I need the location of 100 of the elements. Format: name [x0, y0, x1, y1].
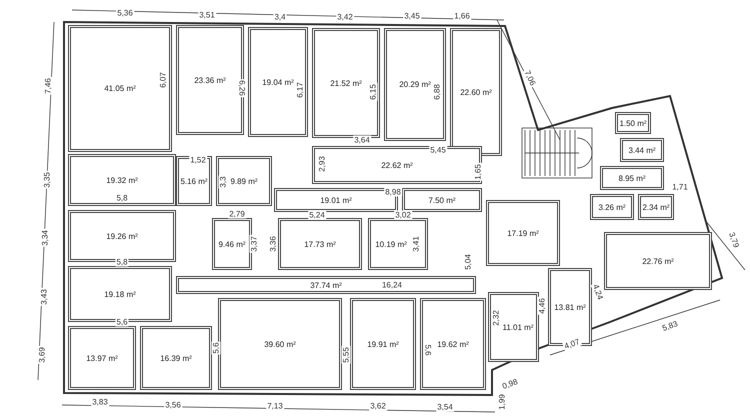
- dimension-label: 5,04: [464, 253, 472, 271]
- area-label: 19.32 m²: [106, 176, 138, 184]
- dimension-label: 3,02: [394, 210, 412, 220]
- area-label: 19.91 m²: [367, 340, 399, 348]
- room-outline: [384, 28, 446, 141]
- area-label: 2.34 m²: [642, 202, 670, 212]
- dimension-label: 7,46: [44, 77, 52, 95]
- dimension-label: 1,52: [189, 156, 207, 164]
- area-label: 20.29 m²: [399, 80, 431, 89]
- area-label: 17.19 m²: [507, 228, 539, 238]
- area-label: 37.74 m²: [310, 280, 342, 290]
- room-outline: [140, 326, 212, 390]
- area-label: 17.73 m²: [304, 240, 336, 248]
- dimension-label: 16,24: [380, 280, 404, 290]
- room-outline: [68, 25, 172, 152]
- area-label: 5.16 m²: [180, 176, 208, 186]
- room-outline: [600, 166, 664, 190]
- room-outline: [486, 200, 560, 266]
- dimension-label: 3,35: [42, 171, 52, 189]
- dimension-label: 3,69: [38, 346, 46, 364]
- area-label: 1.50 m²: [619, 118, 647, 128]
- room-outline: [590, 194, 634, 220]
- room-outline: [402, 188, 482, 212]
- dimension-label: 2,79: [228, 210, 246, 218]
- room-outline: [218, 298, 342, 390]
- dimension-label: 7,13: [266, 402, 284, 410]
- dimension-label: 3,51: [198, 10, 216, 20]
- dimension-label: 6,07: [158, 71, 168, 89]
- area-label: 41.05 m²: [104, 84, 136, 93]
- dimension-label: 3,54: [436, 402, 454, 412]
- dimension-label: 5,83: [660, 318, 680, 334]
- dimension-label: 1,66: [453, 12, 471, 20]
- area-label: 11.01 m²: [502, 322, 534, 332]
- dimension-label: 3,34: [40, 229, 50, 247]
- area-label: 23.36 m²: [194, 76, 226, 84]
- area-label: 3.44 m²: [628, 146, 656, 154]
- room-outline: [248, 27, 308, 137]
- dimension-label: 5,24: [308, 210, 326, 220]
- area-label: 19.04 m²: [262, 78, 294, 86]
- dimension-label: 6,15: [368, 83, 378, 101]
- dimension-label: 6,88: [432, 83, 442, 101]
- room-outline: [216, 156, 272, 206]
- dimension-label: 3,42: [336, 12, 354, 22]
- area-label: 13.81 m²: [554, 302, 586, 312]
- dimension-label: 3,43: [40, 288, 48, 306]
- room-outline: [615, 112, 651, 134]
- dimension-label: 5,55: [342, 346, 350, 364]
- dimension-label: 1,71: [671, 182, 689, 192]
- area-label: 22.62 m²: [381, 160, 413, 170]
- room-outline: [488, 292, 539, 362]
- area-label: 21.52 m²: [330, 78, 362, 88]
- area-label: 22.76 m²: [642, 256, 674, 266]
- dimension-label: 7,06: [522, 68, 538, 88]
- dimension-label: 2,93: [318, 155, 326, 173]
- dimension-label: 5,8: [115, 258, 129, 266]
- dimension-label: 3,56: [164, 400, 182, 410]
- dimension-label: 3,36: [268, 235, 278, 253]
- room-outline: [68, 154, 176, 206]
- area-label: 9.46 m²: [218, 240, 246, 248]
- area-label: 3.26 m²: [598, 202, 626, 212]
- room-outline: [604, 232, 712, 290]
- area-label: 22.60 m²: [460, 88, 492, 96]
- dimension-label: 4,46: [538, 297, 546, 315]
- dimension-label: 6,17: [296, 81, 304, 99]
- dimension-label: 3,4: [273, 12, 287, 22]
- room-outline: [278, 218, 362, 270]
- dimension-label: 2,32: [492, 309, 500, 327]
- area-label: 10.19 m²: [375, 240, 407, 248]
- area-label: 19.18 m²: [104, 290, 136, 298]
- room-outline: [176, 156, 212, 206]
- dimension-label: 5,6: [212, 341, 220, 355]
- dimension-label: 3,45: [403, 12, 421, 20]
- dimension-label: 5,6: [424, 343, 432, 357]
- room-outline: [620, 138, 664, 162]
- area-label: 16.39 m²: [160, 354, 192, 362]
- dimension-label: 3,83: [91, 398, 109, 406]
- dimension-label: 3,62: [369, 402, 387, 410]
- area-label: 9.89 m²: [230, 176, 258, 186]
- dimension-label: 8,98: [384, 188, 402, 196]
- dimension-label: 1,65: [474, 163, 482, 181]
- dimension-label: 3,41: [412, 235, 420, 253]
- room-outline: [176, 25, 244, 135]
- room-outline: [638, 194, 674, 220]
- area-label: 7.50 m²: [428, 196, 456, 204]
- room-outline: [420, 298, 486, 390]
- area-label: 39.60 m²: [264, 340, 296, 348]
- room-outline: [312, 28, 380, 138]
- room-outline: [312, 146, 482, 184]
- area-label: 19.62 m²: [437, 340, 469, 348]
- dimension-label: 1,99: [498, 393, 506, 411]
- dimension-label: 3,64: [353, 136, 371, 144]
- room-outline: [450, 28, 502, 156]
- area-label: 19.26 m²: [106, 232, 138, 240]
- dimension-label: 5,8: [115, 194, 129, 202]
- dimension-label: 3,79: [726, 230, 742, 250]
- dimension-label: 0,98: [500, 376, 520, 392]
- room-outline: [368, 218, 428, 270]
- dimension-label: 5,6: [115, 318, 129, 326]
- dimension-label: 5,36: [116, 8, 134, 18]
- dimension-label: 3,37: [250, 235, 258, 253]
